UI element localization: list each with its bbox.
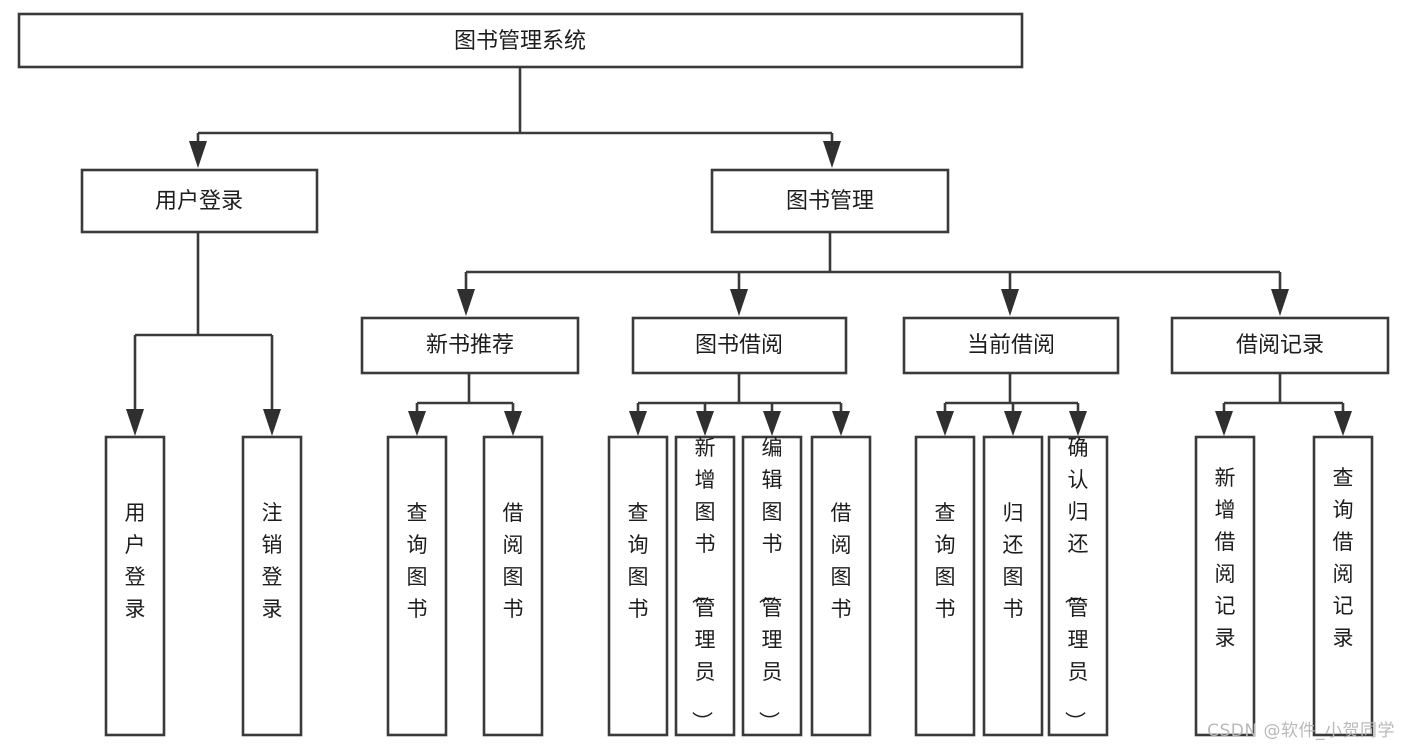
leaf-add-book-label: 新增图书（管理员） — [690, 436, 716, 732]
leaf-query-book-2-box — [607, 435, 669, 737]
node-root-label: 图书管理系统 — [454, 29, 586, 54]
node-book-manage-label: 图书管理 — [786, 189, 874, 214]
leaf-user-login-box — [104, 435, 166, 737]
node-new-book-rec-label: 新书推荐 — [426, 333, 514, 358]
leaf-user-login[interactable]: 用户登录 — [104, 435, 166, 737]
arrowhead-new-book-rec-leaf-2 — [504, 411, 522, 436]
leaf-query-book-3-box — [914, 435, 976, 737]
node-user-login-box — [80, 168, 319, 234]
node-root[interactable]: 图书管理系统 — [17, 12, 1024, 69]
leaf-user-logout-box — [241, 435, 303, 737]
node-book-borrow[interactable]: 图书借阅 — [631, 316, 848, 375]
node-current-borrow-box — [902, 316, 1120, 375]
node-book-borrow-box — [631, 316, 848, 375]
leaf-return-book-label: 归还图书 — [1003, 501, 1024, 621]
node-borrow-record-label: 借阅记录 — [1236, 333, 1324, 358]
arrowhead-book-borrow-leaf-1 — [629, 411, 647, 436]
leaf-add-book-box — [674, 435, 736, 737]
arrowhead-root-to-user-login — [189, 141, 207, 168]
arrowhead-root-to-book-manage — [823, 141, 841, 168]
leaf-edit-book[interactable]: 编辑图书（管理员） — [741, 435, 803, 737]
node-new-book-rec[interactable]: 新书推荐 — [360, 316, 580, 375]
leaf-return-book[interactable]: 归还图书 — [982, 435, 1044, 737]
node-borrow-record-box — [1170, 316, 1390, 375]
leaf-borrow-book-2-label: 借阅图书 — [831, 501, 852, 621]
node-user-login-label: 用户登录 — [155, 189, 243, 214]
leaf-query-book-1-box — [386, 435, 448, 737]
node-root-box — [17, 12, 1024, 69]
node-book-manage[interactable]: 图书管理 — [710, 168, 950, 234]
leaf-add-book[interactable]: 新增图书（管理员） — [674, 435, 736, 737]
arrowhead-current-borrow-leaf-3 — [1069, 411, 1087, 436]
leaf-user-login-label: 用户登录 — [125, 501, 146, 621]
arrowhead-to-current-borrow — [1001, 289, 1019, 316]
node-current-borrow[interactable]: 当前借阅 — [902, 316, 1120, 375]
leaf-add-record-box — [1194, 435, 1256, 737]
arrowhead-book-borrow-leaf-4 — [832, 411, 850, 436]
arrowhead-current-borrow-leaf-2 — [1004, 411, 1022, 436]
arrowhead-current-borrow-leaf-1 — [936, 411, 954, 436]
leaf-query-book-3[interactable]: 查询图书 — [914, 435, 976, 737]
leaf-query-record-box — [1312, 435, 1374, 737]
arrowhead-to-new-book-rec — [457, 289, 475, 316]
leaf-add-record[interactable]: 新增借阅记录 — [1194, 435, 1256, 737]
arrowhead-book-borrow-leaf-3 — [763, 411, 781, 436]
leaf-query-book-2[interactable]: 查询图书 — [607, 435, 669, 737]
leaf-user-logout[interactable]: 注销登录 — [241, 435, 303, 737]
node-borrow-record[interactable]: 借阅记录 — [1170, 316, 1390, 375]
leaf-add-record-label: 新增借阅记录 — [1215, 466, 1236, 650]
node-book-manage-box — [710, 168, 950, 234]
leaf-confirm-return[interactable]: 确认归还（管理员） — [1047, 435, 1109, 737]
connector-layer — [126, 67, 1352, 436]
leaf-borrow-book-1[interactable]: 借阅图书 — [482, 435, 544, 737]
leaf-edit-book-box — [741, 435, 803, 737]
arrowhead-user-login-leaf-1 — [126, 409, 144, 436]
node-user-login[interactable]: 用户登录 — [80, 168, 319, 234]
arrowhead-to-book-borrow — [730, 289, 748, 316]
arrowhead-book-borrow-leaf-2 — [696, 411, 714, 436]
leaf-borrow-book-1-box — [482, 435, 544, 737]
leaf-query-book-1-label: 查询图书 — [407, 501, 428, 621]
arrowhead-borrow-record-leaf-2 — [1334, 411, 1352, 436]
node-current-borrow-label: 当前借阅 — [967, 333, 1055, 358]
leaf-borrow-book-2-box — [810, 435, 872, 737]
leaf-confirm-return-box — [1047, 435, 1109, 737]
leaf-query-book-1[interactable]: 查询图书 — [386, 435, 448, 737]
arrowhead-borrow-record-leaf-1 — [1215, 411, 1233, 436]
node-book-borrow-label: 图书借阅 — [695, 333, 783, 358]
arrowhead-to-borrow-record — [1271, 289, 1289, 316]
leaf-edit-book-label: 编辑图书（管理员） — [757, 436, 783, 732]
leaf-query-book-3-label: 查询图书 — [935, 501, 956, 621]
arrowhead-new-book-rec-leaf-1 — [408, 411, 426, 436]
arrowhead-user-login-leaf-2 — [263, 409, 281, 436]
leaf-borrow-book-2[interactable]: 借阅图书 — [810, 435, 872, 737]
leaf-return-book-box — [982, 435, 1044, 737]
leaf-query-record[interactable]: 查询借阅记录 — [1312, 435, 1374, 737]
leaf-user-logout-label: 注销登录 — [262, 501, 283, 621]
leaf-query-record-label: 查询借阅记录 — [1333, 466, 1354, 650]
leaf-borrow-book-1-label: 借阅图书 — [503, 501, 524, 621]
leaf-confirm-return-label: 确认归还（管理员） — [1063, 436, 1089, 732]
node-new-book-rec-box — [360, 316, 580, 375]
leaf-query-book-2-label: 查询图书 — [628, 501, 649, 621]
